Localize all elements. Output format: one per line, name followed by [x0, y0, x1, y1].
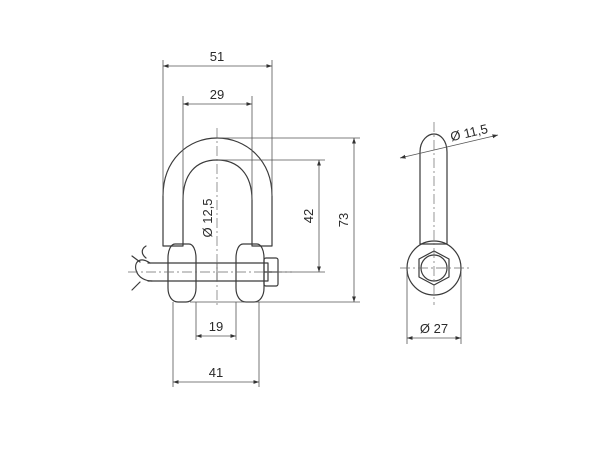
dim-bow-diameter: Ø 11,5 — [449, 121, 489, 144]
shackle-bow — [162, 137, 273, 247]
dim-pin-diameter: Ø 12,5 — [200, 198, 215, 237]
dim-eye-diameter: Ø 27 — [420, 321, 448, 336]
cotter-pin — [131, 245, 153, 291]
dim-line-bow-diameter — [399, 134, 499, 159]
dim-overall-height: 73 — [336, 213, 351, 227]
dim-outer-width: 51 — [210, 49, 224, 64]
side-view: Ø 11,5 Ø 27 — [399, 121, 499, 344]
front-view: 51 29 73 42 Ø 12,5 19 41 — [128, 49, 360, 387]
dim-eye-spacing: 41 — [209, 365, 223, 380]
left-eye-lug — [167, 243, 197, 303]
dim-jaw-opening: 19 — [209, 319, 223, 334]
right-eye-lug — [235, 243, 265, 303]
dim-inner-width: 29 — [210, 87, 224, 102]
dim-inner-height: 42 — [301, 209, 316, 223]
